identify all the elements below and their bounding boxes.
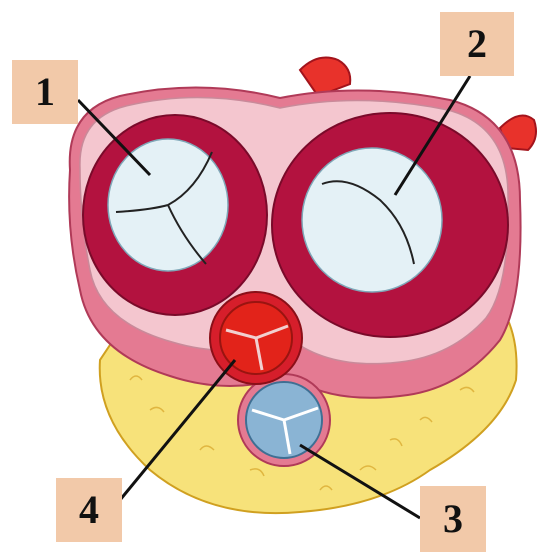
label-4: 4 — [56, 478, 122, 542]
label-1: 1 — [12, 60, 78, 124]
label-2: 2 — [440, 12, 514, 76]
mitral-valve-leaflets — [302, 148, 442, 292]
label-3: 3 — [420, 486, 486, 552]
